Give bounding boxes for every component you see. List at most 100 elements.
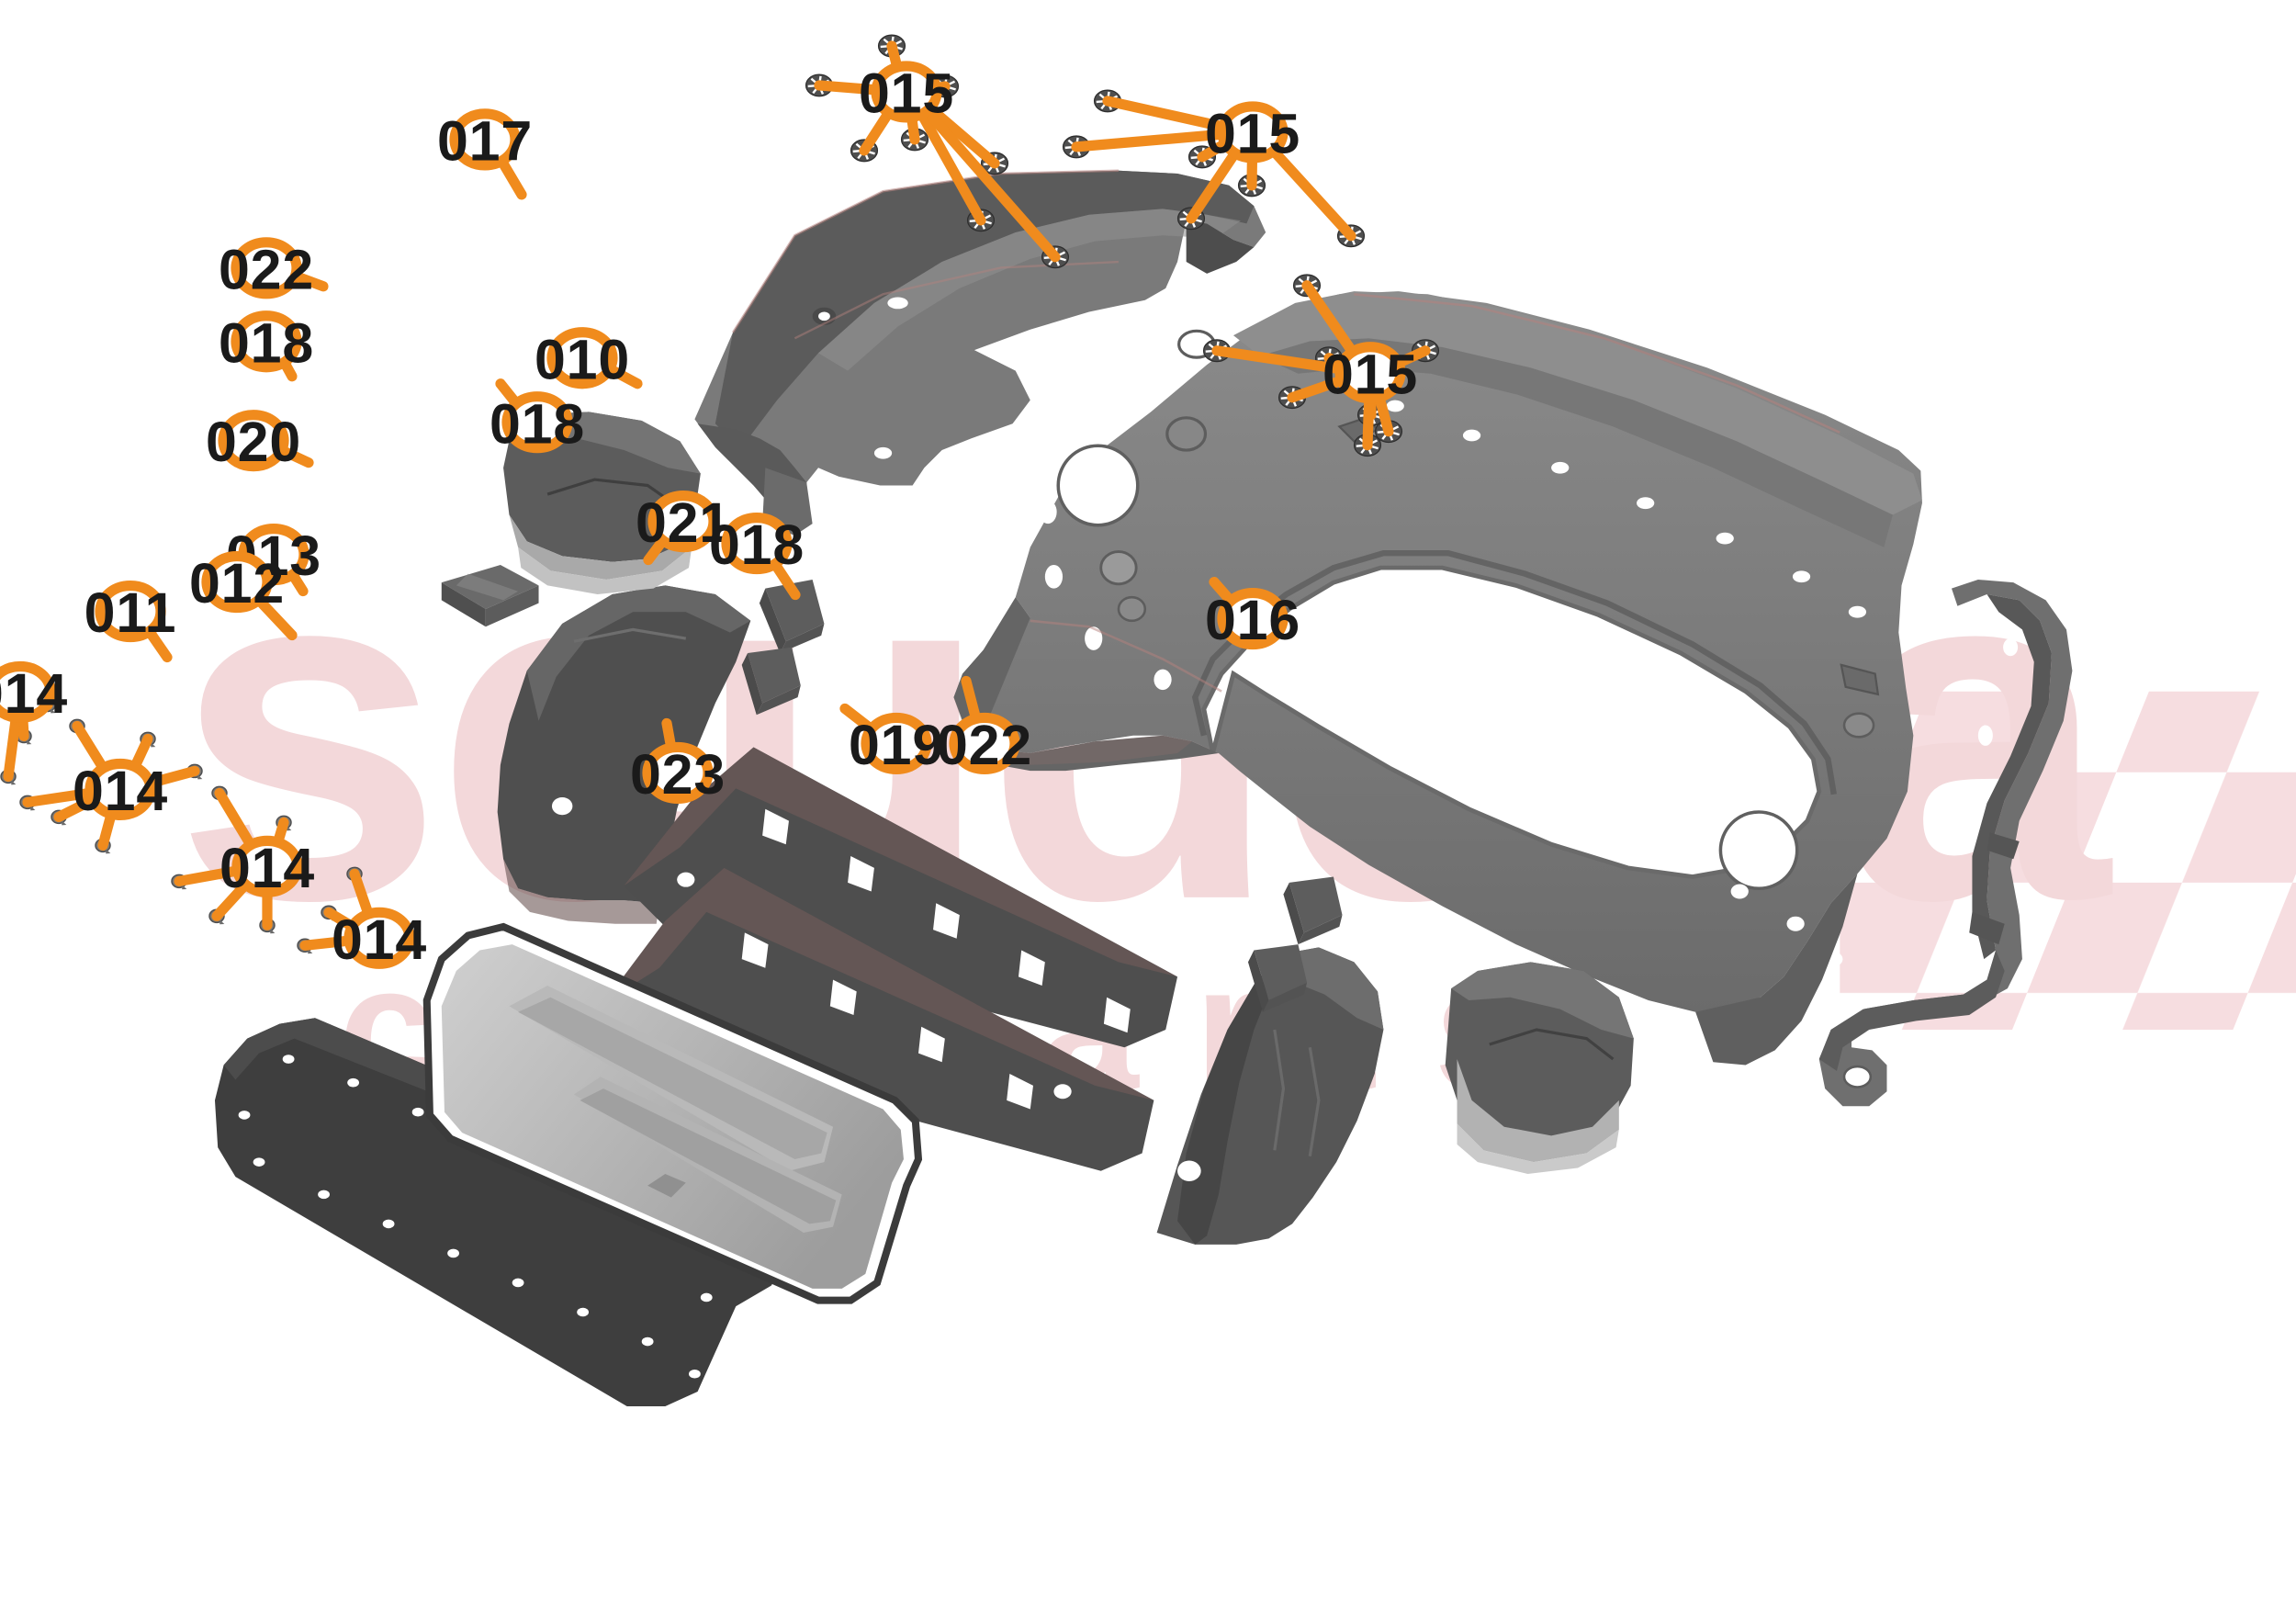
leader-line (496, 155, 527, 200)
callout-022-c022a[interactable]: 022 (219, 237, 314, 300)
strip-notches (762, 808, 1131, 1033)
callout-label: 016 (1205, 589, 1300, 651)
part-reinforcement-bracket (1818, 579, 2073, 1107)
callout-label: 012 (189, 552, 285, 615)
callout-018-c018b[interactable]: 018 (490, 391, 585, 455)
callout-circle[interactable] (501, 391, 573, 454)
callout-label: 022 (937, 714, 1032, 776)
leader-line (916, 108, 986, 226)
part-wheel-arch-liner-upper (694, 169, 1266, 536)
part-lower-sealing-strip (603, 867, 1154, 1171)
part-heat-shield-panel (422, 922, 923, 1304)
leader-line (299, 935, 355, 951)
leader-line (214, 787, 256, 851)
callout-circle[interactable] (231, 835, 303, 897)
leader-line (961, 675, 982, 725)
part-upper-sealing-strip (624, 747, 1178, 1048)
callout-015-c015a[interactable]: 015 (859, 61, 954, 125)
callout-010-c010[interactable]: 010 (535, 327, 630, 390)
callout-circle[interactable] (871, 61, 942, 123)
callout-017-c017[interactable]: 017 (437, 108, 533, 173)
callout-label: 023 (630, 743, 726, 806)
callout-014-c014c[interactable]: 014 (219, 835, 315, 899)
callout-label: 018 (219, 311, 314, 374)
leader-line (1268, 145, 1356, 242)
leader-line (1071, 129, 1228, 152)
leader-line (72, 720, 109, 773)
callout-016-c016[interactable]: 016 (1205, 587, 1300, 651)
callout-circle[interactable] (84, 758, 156, 820)
callout-circle[interactable] (218, 410, 289, 472)
leader-line (349, 868, 374, 919)
callout-020-c020[interactable]: 020 (206, 410, 301, 473)
leader-line (144, 765, 200, 789)
leader-line (859, 107, 895, 156)
callout-018-c018a[interactable]: 018 (219, 310, 314, 374)
callout-014-c014d[interactable]: 014 (332, 907, 427, 971)
callout-011-c011[interactable]: 011 (84, 580, 177, 644)
callout-circle[interactable] (1217, 101, 1289, 164)
callout-circle[interactable] (201, 550, 273, 614)
callout-015-c015b[interactable]: 015 (1205, 101, 1300, 165)
part-side-deflector (1156, 947, 1384, 1245)
leader-line (1211, 345, 1345, 375)
callout-circle[interactable] (642, 741, 714, 804)
leader-line (144, 626, 173, 663)
callout-label: 010 (535, 328, 630, 390)
part-rubber-pad-a (441, 564, 539, 627)
leader-line (1186, 148, 1241, 224)
callout-label: 015 (859, 62, 954, 125)
callout-022-c022b[interactable]: 022 (937, 712, 1032, 776)
leader-line (839, 703, 877, 735)
callout-circle[interactable] (0, 660, 56, 724)
callout-circle[interactable] (949, 712, 1020, 775)
leader-line (3, 712, 21, 783)
callout-label: 018 (490, 392, 585, 455)
callout-circle[interactable] (231, 237, 302, 299)
part-inner-arch-shield (497, 585, 751, 924)
callout-circle[interactable] (449, 108, 521, 171)
callout-circle[interactable] (343, 907, 415, 969)
callout-019-c019[interactable]: 019 (849, 712, 944, 776)
callout-circle[interactable] (95, 580, 166, 643)
callout-circle[interactable] (546, 327, 618, 389)
leader-line (97, 808, 117, 851)
callout-circle[interactable] (1217, 587, 1289, 650)
leader-line (770, 558, 801, 601)
callout-label: 015 (1205, 103, 1300, 165)
leader-line (1287, 375, 1347, 403)
callout-label: 014 (219, 837, 315, 899)
callout-014-c014a[interactable]: 014 (0, 660, 68, 725)
callout-label: 014 (73, 760, 168, 822)
callout-023-c023[interactable]: 023 (630, 741, 726, 806)
callout-012-c012[interactable]: 012 (189, 550, 285, 615)
checkered-flag-watermark (1840, 691, 2296, 1031)
leader-line (53, 795, 98, 822)
leader-line (1374, 391, 1394, 437)
callout-015-c015c[interactable]: 015 (1322, 342, 1418, 405)
part-rubber-pad-d (1283, 876, 1343, 945)
part-rubber-pad-e (1247, 944, 1308, 1012)
callout-label: 015 (1322, 343, 1418, 405)
leader-line (174, 865, 243, 886)
callout-018-c018c[interactable]: 018 (709, 513, 805, 576)
callout-circle[interactable] (861, 712, 932, 775)
callout-circle[interactable] (721, 513, 793, 575)
callout-014-c014b[interactable]: 014 (73, 758, 168, 822)
leader-line (925, 102, 1000, 169)
callout-label: 021 (636, 491, 731, 554)
callout-circle[interactable] (647, 491, 719, 553)
callout-label: 011 (84, 581, 177, 644)
callout-circle[interactable] (231, 310, 302, 373)
callout-label: 017 (437, 110, 533, 173)
leader-line (253, 594, 298, 641)
leader-line (814, 80, 882, 96)
callout-label: 014 (332, 908, 427, 971)
callout-circle[interactable] (1334, 342, 1406, 404)
leader-line (1362, 393, 1375, 451)
callout-label: 014 (0, 662, 68, 725)
fastener-holes (812, 297, 1086, 459)
callout-021-c021[interactable]: 021 (636, 491, 731, 554)
